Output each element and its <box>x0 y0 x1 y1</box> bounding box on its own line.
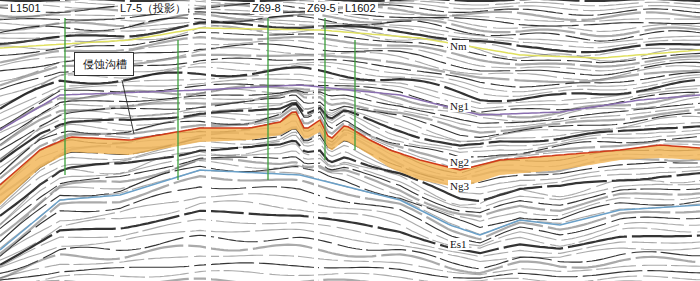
reflector <box>0 159 700 236</box>
well-line <box>324 18 325 160</box>
reflector <box>0 263 700 280</box>
reflector <box>0 279 700 281</box>
well-name: Z69-5 <box>305 2 338 14</box>
well-name: L7-5（投影） <box>118 2 188 14</box>
horizon-line <box>0 112 700 185</box>
well-name: L1501 <box>8 2 43 14</box>
well-line <box>64 18 65 175</box>
horizon-label: Ng1 <box>448 100 471 112</box>
leader-line <box>122 80 134 134</box>
horizon-label: Ng2 <box>448 156 471 168</box>
horizon-line <box>0 170 700 250</box>
callout-box: 侵蚀沟槽 <box>74 52 134 76</box>
callout-text: 侵蚀沟槽 <box>83 58 125 71</box>
well-line <box>354 40 355 150</box>
horizon-label: Es1 <box>448 238 469 250</box>
well-line <box>267 18 268 180</box>
well-name: L1602 <box>343 2 378 14</box>
reflector <box>0 201 700 260</box>
horizon-label: Nm <box>448 40 469 52</box>
well-name: Z69-8 <box>250 2 283 14</box>
horizon-line <box>0 85 700 130</box>
reflector <box>0 0 700 1</box>
reflector <box>0 157 700 229</box>
reflector <box>0 166 700 242</box>
data-gap <box>314 0 318 281</box>
well-line <box>177 40 178 180</box>
reflector <box>0 55 700 86</box>
erosion-fill <box>0 112 700 205</box>
horizon-label: Ng3 <box>448 180 471 192</box>
